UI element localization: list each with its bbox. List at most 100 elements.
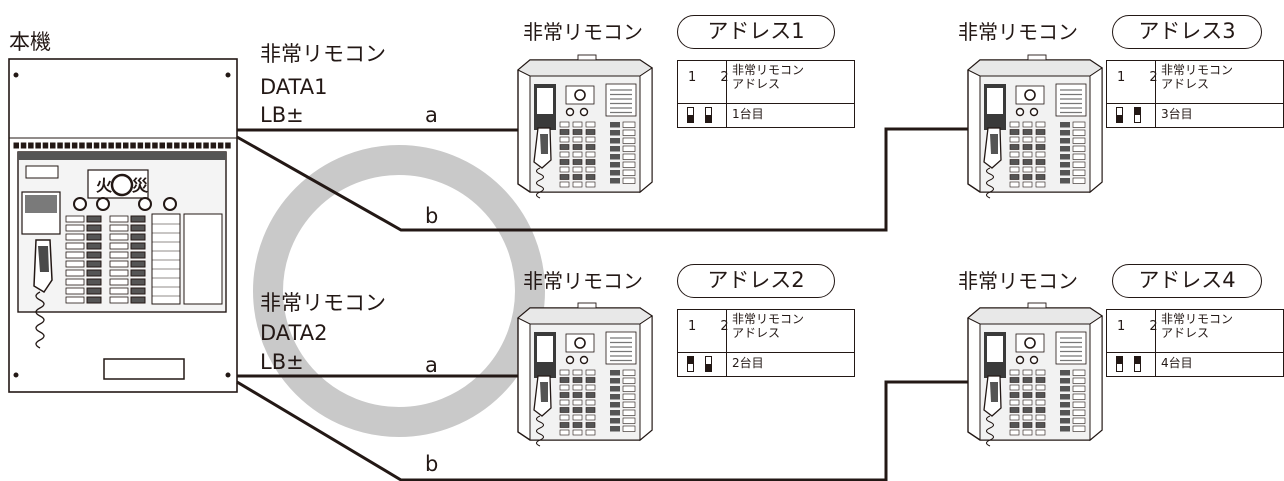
device-function-key (610, 130, 620, 136)
device-function-key (1072, 369, 1086, 376)
vent-slot (225, 142, 231, 149)
remote-1-address-table: 1 2 非常リモコン アドレス 1台目 (677, 60, 855, 128)
device-zone-key (1022, 369, 1033, 376)
device-function-key (622, 169, 636, 176)
device-zone-key (572, 136, 583, 143)
zone-indicator (86, 260, 102, 268)
device-zone-key (585, 422, 596, 428)
device-mount-tab (1027, 302, 1047, 309)
vent-row (13, 142, 231, 149)
device-zone-key (1009, 151, 1020, 158)
device-zone-key (585, 159, 596, 165)
device-function-key (622, 377, 636, 384)
vent-slot (93, 142, 100, 149)
device-handset-grip (990, 382, 998, 402)
device-zone-key (1035, 384, 1046, 391)
remote-3-address-table: 1 2 非常リモコン アドレス 3台目 (1106, 60, 1284, 128)
device-zone-key (1009, 129, 1020, 135)
zone-switch (65, 269, 85, 277)
zone-switch (109, 287, 129, 295)
device-zone-key (1009, 414, 1020, 421)
zone-switch (109, 260, 129, 268)
device-function-key (1072, 137, 1086, 144)
device-speaker-grille (1055, 331, 1087, 365)
zone-indicator (130, 260, 146, 268)
zone-switch (65, 287, 85, 295)
device-function-key (610, 418, 620, 424)
handset-window (537, 88, 553, 114)
device-function-key (622, 401, 636, 408)
panel-display (25, 165, 59, 179)
data1-label-line3: LB± (260, 103, 304, 127)
table-header-line1: 非常リモコン (1161, 63, 1234, 77)
vent-slot (20, 142, 27, 149)
main-handset-cord (35, 291, 45, 349)
device-zone-key (1035, 129, 1046, 135)
zone-indicator (130, 215, 146, 223)
zone-switch (109, 296, 129, 304)
vent-slot (152, 142, 158, 149)
device-zone-key (585, 129, 596, 135)
device-zone-key (1009, 166, 1020, 173)
remote-device-2 (517, 302, 653, 447)
device-zone-key (1022, 181, 1033, 188)
device-zone-key (585, 399, 596, 406)
device-function-key (1072, 169, 1086, 176)
device-function-key (1060, 170, 1070, 176)
wire-data1-b (236, 127, 972, 232)
vent-slot (42, 142, 49, 149)
device-zone-key (1022, 129, 1033, 135)
wires (236, 127, 972, 481)
device-knob (1015, 107, 1025, 117)
remote-2-address-badge: アドレス2 (677, 264, 835, 298)
device-zone-key (1022, 392, 1033, 398)
data2-label-line2: DATA2 (260, 321, 328, 345)
device-handset-cord (535, 167, 545, 199)
dip-switch-1 (687, 356, 694, 372)
device-zone-key (1035, 407, 1046, 413)
device-function-key (610, 178, 620, 184)
device-zone-key (1035, 377, 1046, 383)
device-zone-key (559, 369, 570, 376)
device-function-key (622, 409, 636, 416)
device-zone-key (572, 129, 583, 135)
vent-slot (123, 142, 129, 149)
fire-dial (110, 173, 134, 197)
device-zone-key (1035, 369, 1046, 376)
table-header-line1: 非常リモコン (732, 63, 805, 77)
device-function-key (1060, 418, 1070, 424)
device-speaker-grille (1055, 83, 1087, 117)
device-function-key (1072, 145, 1086, 152)
panel-knob (138, 197, 152, 211)
zone-switch (109, 233, 129, 241)
device-function-key (622, 369, 636, 376)
zone-switch (65, 215, 85, 223)
device-zone-key (572, 369, 583, 376)
zone-indicator (86, 251, 102, 259)
cabinet-screw (13, 72, 19, 78)
device-function-key (622, 145, 636, 152)
zone-switch (109, 224, 129, 232)
device-zone-key (572, 392, 583, 398)
table-header-line2: アドレス (732, 326, 781, 340)
device-side-face (1089, 315, 1103, 442)
device-function-key (610, 170, 620, 176)
device-zone-key (572, 159, 583, 165)
device-zone-key (1022, 429, 1033, 436)
device-zone-key (559, 129, 570, 135)
vent-slot (28, 142, 34, 149)
device-zone-key (585, 377, 596, 383)
device-top-face (967, 59, 1103, 77)
zone-indicator (130, 224, 146, 232)
device-side-face (639, 67, 653, 194)
handset-window (987, 88, 1003, 114)
vent-slot (210, 142, 217, 149)
table-header-line2: アドレス (732, 77, 781, 91)
device-function-key (1060, 138, 1070, 144)
device-zone-key (559, 159, 570, 165)
device-zone-key (1035, 166, 1046, 173)
device-zone-key (585, 121, 596, 128)
device-speaker-grille (605, 83, 637, 117)
device-zone-key (1009, 136, 1020, 143)
